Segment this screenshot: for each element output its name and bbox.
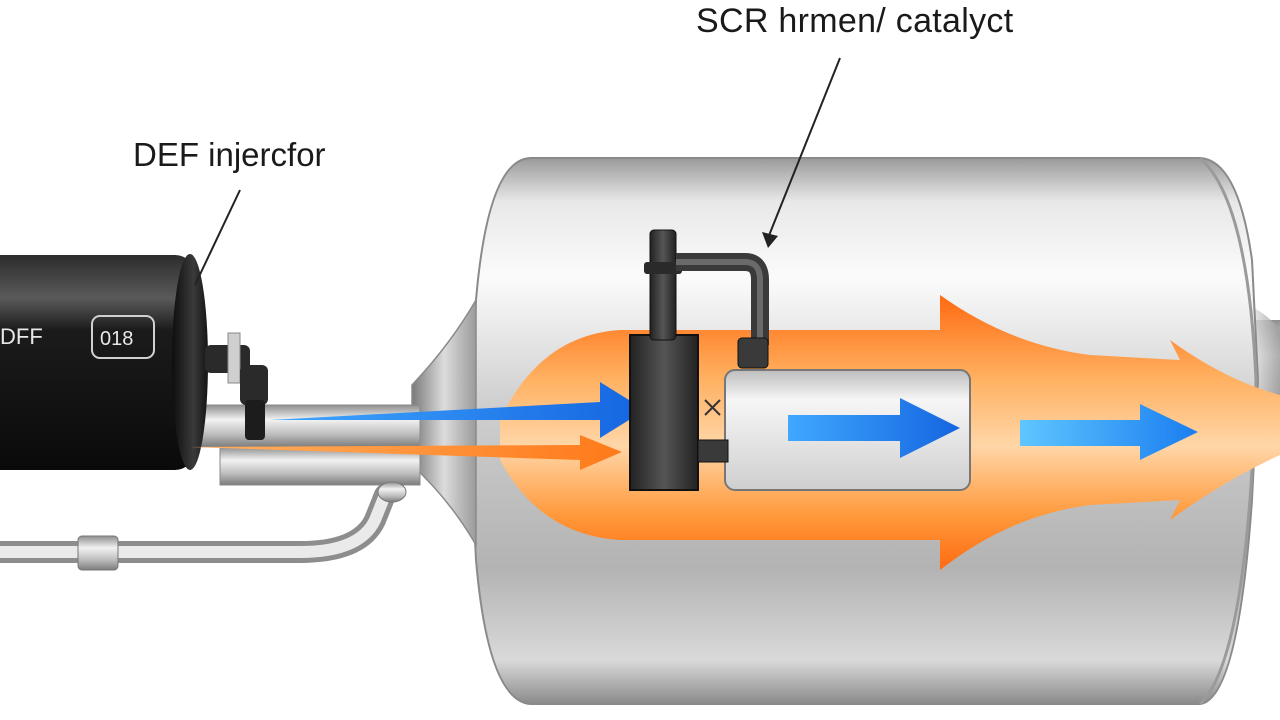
def-supply-line [0,481,407,571]
def-injector-label: DEF injercfor [133,136,326,173]
def-spray-arrow [270,382,645,438]
tank-badge-text: 018 [100,328,133,350]
leader-lines [194,57,841,286]
dosing-module [644,229,769,369]
tank-text-left: DFF [0,324,43,349]
scr-catalyst-label: SCR hrmen/ catalyct [696,2,1014,40]
scr-leader-line [767,57,841,239]
treated-flow-arrows [788,398,1198,460]
treated-flow-arrow-outlet [1020,404,1198,460]
mixer-block [629,334,729,491]
def-tank: DFF 018 [0,254,268,470]
exhaust-inlet-arrow [190,435,622,470]
def-leader-line [194,189,241,286]
treated-flow-arrow-inner [788,398,960,458]
